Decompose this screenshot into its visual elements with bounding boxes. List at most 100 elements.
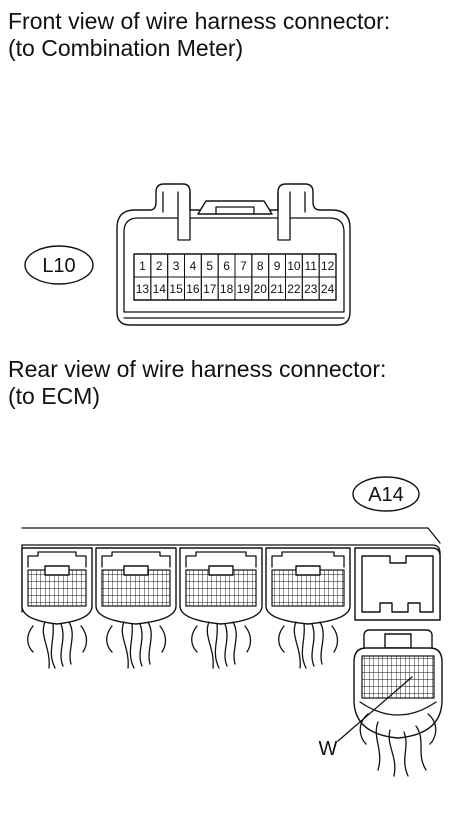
wire xyxy=(224,623,228,667)
wire xyxy=(159,625,167,653)
pin-number: 22 xyxy=(287,282,301,296)
wire xyxy=(427,713,437,745)
pin-number: 19 xyxy=(237,282,251,296)
front-view-title: Front view of wire harness connector: xyxy=(8,8,390,34)
wire xyxy=(191,625,198,653)
connector-terminal-grid xyxy=(185,569,257,607)
connector-center-block xyxy=(208,565,234,576)
pin-number: 7 xyxy=(240,259,247,273)
l10-label-text: L10 xyxy=(42,255,75,277)
l10-label-oval xyxy=(24,245,94,285)
wire xyxy=(293,621,301,669)
wire xyxy=(375,721,381,771)
rear-view-subtitle: (to ECM) xyxy=(8,383,100,409)
a14-plug-lock xyxy=(384,633,412,649)
ecm-wire-bundle-4 xyxy=(278,621,339,669)
pin-number: 23 xyxy=(304,282,318,296)
wire-w-callout: W xyxy=(319,676,413,760)
connector-latch-frame xyxy=(271,551,345,568)
ecm-connector-3 xyxy=(179,547,263,625)
ecm-connector-1 xyxy=(21,547,93,625)
ecm-connector-2 xyxy=(95,547,177,625)
wire xyxy=(42,621,50,669)
wire xyxy=(68,621,73,665)
connector-terminal-grid xyxy=(271,569,345,607)
front-view-subtitle: (to Combination Meter) xyxy=(8,35,243,61)
pin-number: 5 xyxy=(206,259,213,273)
wire xyxy=(214,623,220,669)
l10-lock-latch xyxy=(197,200,273,215)
wire xyxy=(232,621,237,665)
pin-number: 16 xyxy=(186,282,200,296)
wire xyxy=(139,623,143,667)
wire xyxy=(27,625,34,653)
pin-number: 20 xyxy=(254,282,268,296)
wire xyxy=(278,625,285,653)
wire-w-label: W xyxy=(319,738,338,760)
pin-number: 12 xyxy=(321,259,335,273)
a14-connector-label: A14 xyxy=(352,476,420,512)
connector-latch-frame xyxy=(185,551,257,568)
pin-number: 24 xyxy=(321,282,335,296)
l10-left-slot xyxy=(177,191,191,241)
pin-number: 21 xyxy=(270,282,284,296)
ecm-connector-4 xyxy=(265,547,351,625)
wire xyxy=(147,621,152,665)
wire xyxy=(311,623,315,667)
wire xyxy=(244,625,252,653)
l10-right-slot xyxy=(277,191,291,241)
l10-pin-24: 24 xyxy=(318,276,337,301)
wire-w-leader-line xyxy=(337,676,413,742)
connector-center-block xyxy=(295,565,321,576)
connector-terminal-grid xyxy=(27,569,87,607)
ecm-wire-bundle-3 xyxy=(191,621,252,669)
connector-latch-frame xyxy=(101,551,171,568)
ecm-wire-bundle-2 xyxy=(106,621,167,669)
connector-center-block xyxy=(123,565,149,576)
wire xyxy=(129,623,135,669)
wire xyxy=(331,625,339,653)
l10-connector-label: L10 xyxy=(24,245,94,285)
a14-label-oval xyxy=(352,476,420,512)
wire xyxy=(80,625,88,653)
wire xyxy=(415,725,427,771)
pin-number: 1 xyxy=(139,259,146,273)
wire xyxy=(301,623,307,669)
wire xyxy=(206,621,214,669)
pin-number: 11 xyxy=(305,259,318,273)
ecm-top-edge xyxy=(21,527,441,544)
wire xyxy=(50,623,56,669)
wire xyxy=(106,625,113,653)
ecm-wire-bundle-1 xyxy=(27,621,88,669)
a14-connector-cavity xyxy=(361,555,434,613)
a14-label-text: A14 xyxy=(368,484,404,506)
wire xyxy=(403,731,409,777)
rear-view-title: Rear view of wire harness connector: xyxy=(8,356,386,382)
pin-number: 6 xyxy=(223,259,230,273)
wire xyxy=(319,621,324,665)
a14-plug-wires xyxy=(359,713,437,777)
pin-number: 18 xyxy=(220,282,234,296)
pin-number: 8 xyxy=(257,259,264,273)
pin-number: 17 xyxy=(203,282,217,296)
pin-number: 4 xyxy=(190,259,197,273)
pin-number: 14 xyxy=(153,282,167,296)
latch-tongue xyxy=(215,206,255,215)
pin-number: 10 xyxy=(287,259,301,273)
l10-inner-shell xyxy=(123,217,345,313)
pin-cell xyxy=(318,276,337,301)
a14-plug-boot-edge xyxy=(359,701,437,716)
a14-plug-terminal-grid xyxy=(361,655,435,699)
pin-number: 9 xyxy=(274,259,281,273)
connector-center-block xyxy=(44,565,70,576)
wire xyxy=(60,623,64,667)
pin-number: 3 xyxy=(173,259,180,273)
connector-latch-frame xyxy=(27,551,87,568)
a14-connector xyxy=(354,547,441,621)
a14-harness-plug xyxy=(353,629,443,777)
ecm-connectors xyxy=(21,547,351,669)
wire xyxy=(121,621,129,669)
